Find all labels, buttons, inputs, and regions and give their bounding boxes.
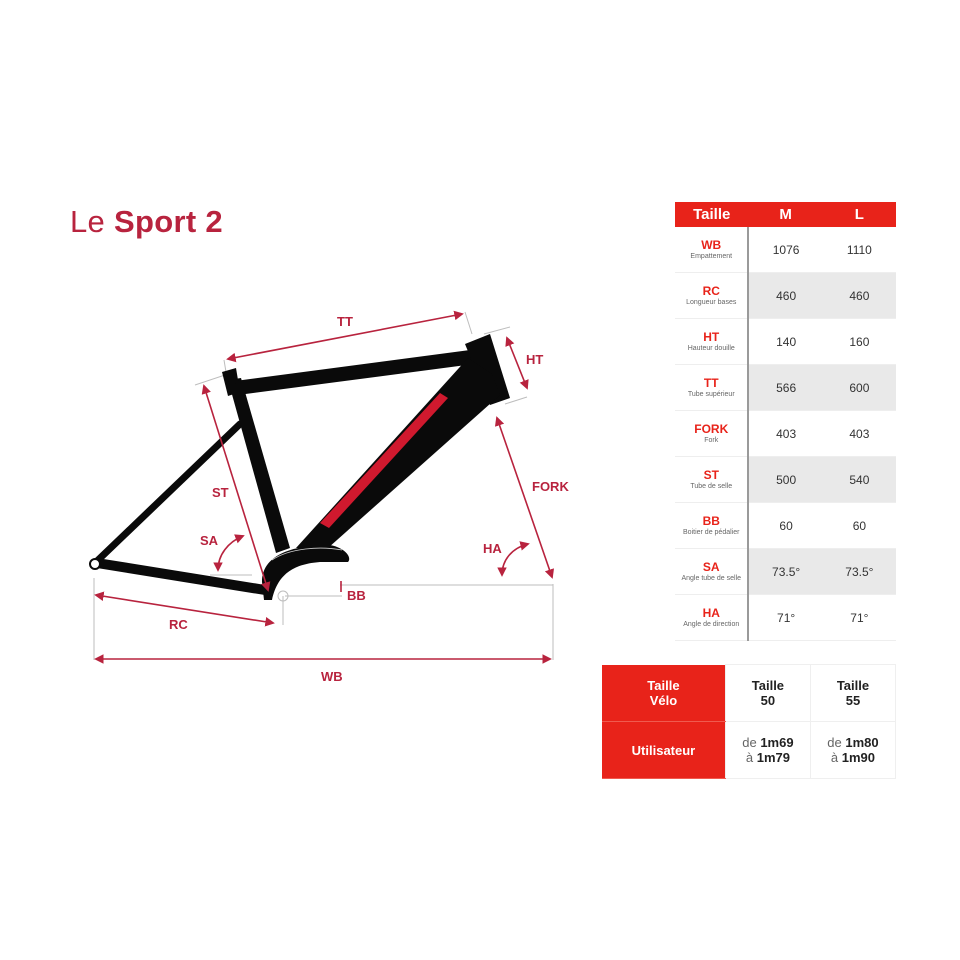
row-abbr: FORK: [694, 421, 729, 436]
value-m: 140: [748, 318, 823, 365]
rider-size-table: Taille Vélo Taille 50 Taille 55 Utilisat…: [602, 664, 897, 779]
row-abbr: SA: [702, 559, 720, 574]
header-bike-size: Taille Vélo: [602, 664, 726, 722]
row-abbr: HA: [702, 605, 720, 620]
row-desc: Tube de selle: [690, 482, 733, 490]
value-l: 600: [822, 364, 896, 411]
value-m: 500: [748, 456, 823, 503]
value-l: 540: [822, 456, 896, 503]
title-prefix: Le: [70, 204, 106, 239]
row-abbr: HT: [703, 329, 720, 344]
row-desc: Angle tube de selle: [681, 574, 742, 582]
value-m: 566: [748, 364, 823, 411]
row-abbr: ST: [703, 467, 719, 482]
row-desc: Hauteur douille: [687, 344, 735, 352]
rider-range-55: de 1m80 à 1m90: [809, 721, 897, 779]
value-m: 403: [748, 410, 823, 457]
value-m: 460: [748, 272, 823, 319]
value-m: 71°: [748, 594, 823, 641]
value-l: 71°: [822, 594, 896, 641]
page-title: Le Sport 2: [70, 204, 223, 240]
row-desc: Empattement: [690, 252, 733, 260]
row-desc: Angle de direction: [683, 620, 740, 628]
row-desc: Boitier de pédalier: [683, 528, 740, 536]
row-desc: Fork: [704, 436, 719, 444]
header-rider: Utilisateur: [602, 721, 726, 779]
row-abbr: RC: [702, 283, 720, 298]
label-ht: HT: [526, 352, 543, 367]
row-abbr: WB: [701, 237, 722, 252]
rider-row: Utilisateur de 1m69 à 1m79 de 1m80 à 1m9…: [602, 721, 897, 779]
size-row: Taille Vélo Taille 50 Taille 55: [602, 664, 897, 722]
value-l: 160: [822, 318, 896, 365]
header-taille: Taille: [675, 202, 749, 227]
value-l: 1110: [822, 227, 896, 273]
size-50: Taille 50: [724, 664, 811, 722]
value-l: 73.5°: [822, 548, 896, 595]
label-st: ST: [212, 485, 229, 500]
geometry-header-row: Taille M L: [675, 202, 896, 227]
value-l: 403: [822, 410, 896, 457]
value-l: 60: [822, 502, 896, 549]
label-bb: BB: [347, 588, 366, 603]
row-desc: Tube supérieur: [687, 390, 735, 398]
bike-frame: [89, 334, 510, 600]
label-tt: TT: [337, 314, 353, 329]
value-m: 1076: [748, 227, 823, 273]
title-model: Sport 2: [114, 204, 223, 239]
header-size-m: M: [748, 202, 823, 227]
label-rc: RC: [169, 617, 188, 632]
row-desc: Longueur bases: [686, 298, 737, 306]
header-size-l: L: [822, 202, 896, 227]
row-abbr: TT: [703, 375, 719, 390]
value-m: 60: [748, 502, 823, 549]
value-l: 460: [822, 272, 896, 319]
label-wb: WB: [321, 669, 343, 684]
label-sa: SA: [200, 533, 219, 548]
value-m: 73.5°: [748, 548, 823, 595]
label-fork: FORK: [532, 479, 569, 494]
rider-range-50: de 1m69 à 1m79: [724, 721, 811, 779]
label-ha: HA: [483, 541, 502, 556]
dimension-arrows: [94, 310, 555, 664]
row-abbr: BB: [702, 513, 720, 528]
size-55: Taille 55: [809, 664, 897, 722]
